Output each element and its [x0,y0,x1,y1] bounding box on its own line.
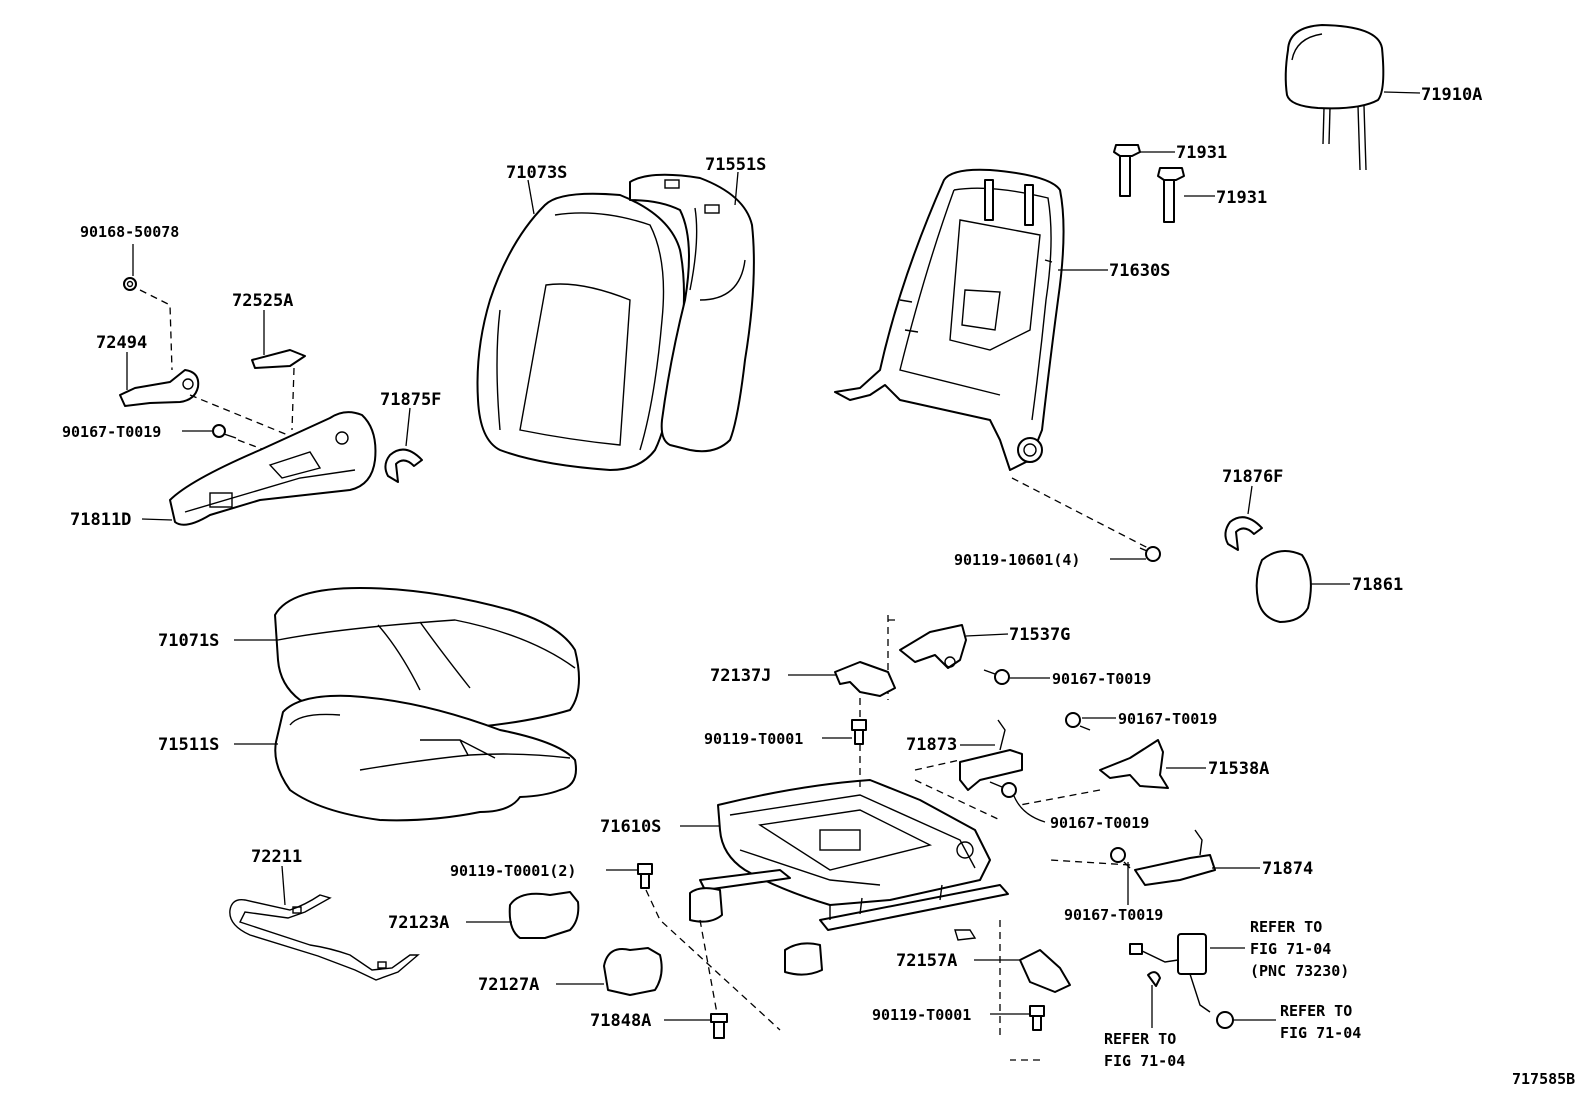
label-71537G: 71537G [1009,625,1070,645]
label-71071S: 71071S [158,631,219,651]
bolt-90119-T0001-c[interactable] [1029,1005,1045,1031]
label-72127A: 72127A [478,975,539,995]
label-90167-T0019-a: 90167-T0019 [62,423,161,441]
bracket-71538A[interactable] [1099,739,1169,789]
label-71630S: 71630S [1109,261,1170,281]
cushion-pad-71511S[interactable] [274,694,577,822]
bracket-72137J[interactable] [834,661,896,697]
label-71538A: 71538A [1208,759,1269,779]
label-90167-T0019-d: 90167-T0019 [1050,814,1149,832]
cover-72123A[interactable] [508,891,580,939]
bolt-90119-10601[interactable] [1139,546,1161,562]
seatback-frame-71630S[interactable] [834,168,1065,471]
label-72137J: 72137J [710,666,771,686]
screw-90167-T0019-e[interactable] [1110,847,1131,869]
label-90119-T0001-b: 90119-T0001(2) [450,862,576,880]
ref2-line1: REFER TO [1280,1002,1352,1020]
bracket-71874[interactable] [1134,829,1216,886]
ref3-line1: REFER TO [1104,1030,1176,1048]
label-71861: 71861 [1352,575,1403,595]
label-72211: 72211 [251,847,302,867]
screw-90167-T0019-d[interactable] [989,781,1017,798]
label-72525A: 72525A [232,291,293,311]
bolt-90119-T0001-b[interactable] [637,863,653,889]
label-71874: 71874 [1262,859,1313,879]
label-71931-a: 71931 [1176,143,1227,163]
cover-72157A[interactable] [1019,949,1071,993]
label-71511S: 71511S [158,735,219,755]
knob-72525A[interactable] [251,349,306,369]
label-72157A: 72157A [896,951,957,971]
headrest-guide-71931-b[interactable] [1157,167,1185,223]
seatback-pad-71551S[interactable] [629,173,755,453]
screw-90168-50078[interactable] [123,277,137,291]
screw-90167-T0019-a[interactable] [212,424,237,439]
seat-frame-71610S[interactable] [689,779,1009,976]
ref3-line2: FIG 71-04 [1104,1052,1185,1070]
cover-72127A[interactable] [603,947,663,996]
label-71875F: 71875F [380,390,441,410]
bolt-90119-T0001-a[interactable] [851,719,867,745]
knob-71861[interactable] [1255,550,1312,623]
ref2-line2: FIG 71-04 [1280,1024,1361,1042]
label-90119-10601: 90119-10601(4) [954,551,1080,569]
cover-71876F[interactable] [1224,516,1263,551]
seat-shield-71811D[interactable] [169,411,377,526]
label-72494: 72494 [96,333,147,353]
diagram-id: 717585B [1512,1070,1575,1088]
bracket-71537G[interactable] [899,624,967,669]
label-90119-T0001-a: 90119-T0001 [704,730,803,748]
label-71610S: 71610S [600,817,661,837]
label-71073S: 71073S [506,163,567,183]
label-71551S: 71551S [705,155,766,175]
label-72123A: 72123A [388,913,449,933]
label-71910A: 71910A [1421,85,1482,105]
headrest-guide-71931-a[interactable] [1113,144,1141,197]
screw-90167-T0019-b[interactable] [983,669,1010,685]
label-90167-T0019-c: 90167-T0019 [1118,710,1217,728]
label-71876F: 71876F [1222,467,1283,487]
ref1-line1: REFER TO [1250,918,1322,936]
headrest-71910A[interactable] [1284,24,1385,171]
label-71873: 71873 [906,735,957,755]
label-90167-T0019-e: 90167-T0019 [1064,906,1163,924]
label-71931-b: 71931 [1216,188,1267,208]
ref1-line2: FIG 71-04 [1250,940,1331,958]
bracket-71873[interactable] [959,719,1023,791]
cap-71848A[interactable] [710,1013,728,1039]
label-90119-T0001-c: 90119-T0001 [872,1006,971,1024]
seatback-cover-71073S[interactable] [476,192,685,471]
screw-90167-T0019-c[interactable] [1065,712,1091,731]
ref1-line3: (PNC 73230) [1250,962,1349,980]
label-71848A: 71848A [590,1011,651,1031]
label-90168-50078: 90168-50078 [80,223,179,241]
cover-71875F[interactable] [384,448,423,483]
label-90167-T0019-b: 90167-T0019 [1052,670,1151,688]
label-71811D: 71811D [70,510,131,530]
lever-72494[interactable] [119,369,200,407]
wire-72211[interactable] [229,894,420,981]
